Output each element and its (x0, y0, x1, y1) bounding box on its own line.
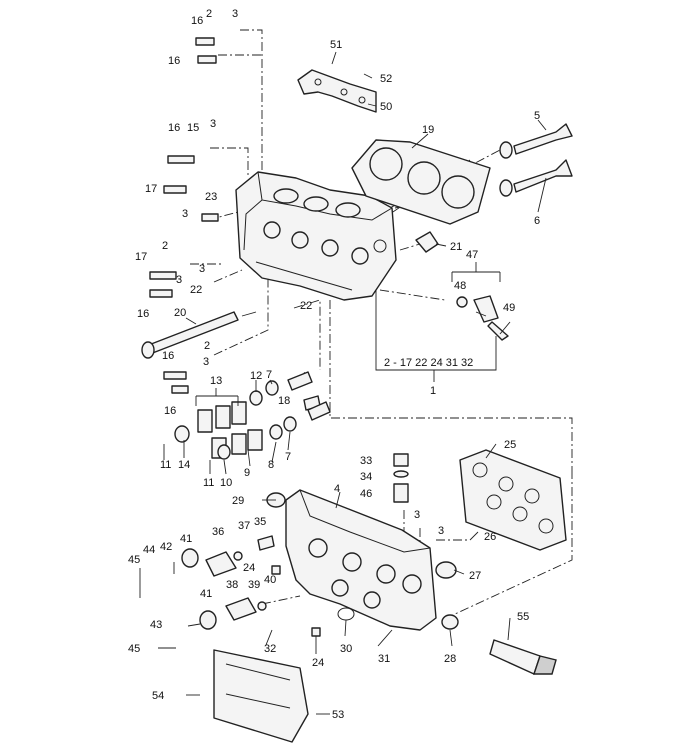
callout-11: 11 (160, 459, 171, 471)
callout-24: 24 (312, 657, 324, 669)
callout-23: 23 (205, 191, 217, 203)
leader-lines (139, 51, 547, 715)
callout-16: 16 (164, 405, 176, 417)
callout-10: 10 (220, 477, 232, 489)
callout-3: 3 (199, 263, 205, 275)
callout-3: 3 (232, 8, 238, 20)
callout-3: 3 (414, 509, 420, 521)
callout-26: 26 (484, 531, 496, 543)
callout-16: 16 (168, 55, 180, 67)
callout-7: 7 (266, 369, 272, 381)
callout-3: 3 (176, 274, 182, 286)
callout-18: 18 (278, 395, 290, 407)
callout-33: 33 (360, 455, 372, 467)
callout-41: 41 (200, 588, 212, 600)
callout-42: 42 (160, 541, 172, 553)
callout-numbers: 16 2 3 16 51 52 50 5 19 6 16 15 3 17 23 … (128, 8, 540, 721)
callout-6: 6 (534, 215, 540, 227)
callout-39: 39 (248, 579, 260, 591)
callout-40: 40 (264, 574, 276, 586)
group-bracket-47 (451, 262, 501, 282)
callout-22: 22 (190, 284, 202, 296)
actuators (181, 535, 275, 630)
callout-54: 54 (152, 690, 164, 702)
callout-45: 45 (128, 643, 140, 655)
callout-7: 7 (285, 451, 291, 463)
callout-52: 52 (380, 73, 392, 85)
callout-49: 49 (503, 302, 515, 314)
bolts-left (149, 37, 219, 394)
callout-47: 47 (466, 249, 478, 261)
callout-11: 11 (203, 477, 214, 489)
callout-21: 21 (450, 241, 462, 253)
group-label: 2 - 17 22 24 31 32 (384, 357, 473, 369)
valves (499, 123, 573, 197)
callout-29: 29 (232, 495, 244, 507)
callout-53: 53 (332, 709, 344, 721)
callout-16: 16 (191, 15, 203, 27)
callout-3: 3 (203, 356, 209, 368)
callout-46: 46 (360, 488, 372, 500)
callout-38: 38 (226, 579, 238, 591)
valve-train-parts (174, 371, 331, 460)
callout-19: 19 (422, 124, 434, 136)
callout-55: 55 (517, 611, 529, 623)
sealant-tube (489, 639, 557, 675)
cover-plate (213, 649, 309, 743)
callout-43: 43 (150, 619, 162, 631)
callout-27: 27 (469, 570, 481, 582)
callout-25: 25 (504, 439, 516, 451)
camshaft-housing (285, 489, 437, 631)
callout-34: 34 (360, 471, 372, 483)
head-gasket (351, 139, 491, 225)
callout-17: 17 (145, 183, 157, 195)
cylinder-head (235, 171, 397, 301)
callout-1: 1 (430, 385, 436, 397)
callout-3: 3 (438, 525, 444, 537)
callout-24: 24 (243, 562, 255, 574)
callout-32: 32 (264, 643, 276, 655)
callout-2: 2 (206, 8, 212, 20)
callout-51: 51 (330, 39, 342, 51)
callout-2: 2 (162, 240, 168, 252)
callout-3: 3 (210, 118, 216, 130)
callout-4: 4 (334, 483, 340, 495)
callout-16: 16 (168, 122, 180, 134)
callout-20: 20 (174, 307, 186, 319)
callout-8: 8 (268, 459, 274, 471)
callout-14: 14 (178, 459, 190, 471)
callout-15: 15 (187, 122, 199, 134)
camshaft (141, 311, 239, 359)
group-bracket-13 (195, 388, 239, 406)
callout-36: 36 (212, 526, 224, 538)
callout-31: 31 (378, 653, 390, 665)
callout-9: 9 (244, 467, 250, 479)
callout-44: 44 (143, 544, 155, 556)
callout-5: 5 (534, 110, 540, 122)
callout-16: 16 (137, 308, 149, 320)
callout-35: 35 (254, 516, 266, 528)
callout-28: 28 (444, 653, 456, 665)
callout-17: 17 (135, 251, 147, 263)
callout-22: 22 (300, 300, 312, 312)
bracket (297, 69, 377, 113)
callout-45: 45 (128, 554, 140, 566)
group-bracket-1 (375, 290, 497, 382)
rocker-assembly (459, 449, 567, 551)
callout-3: 3 (182, 208, 188, 220)
callout-16: 16 (162, 350, 174, 362)
callout-50: 50 (380, 101, 392, 113)
callout-2: 2 (204, 340, 210, 352)
callout-37: 37 (238, 520, 250, 532)
callout-12: 12 (250, 370, 262, 382)
callout-48: 48 (454, 280, 466, 292)
pressure-switch (393, 453, 409, 503)
callout-30: 30 (340, 643, 352, 655)
callout-13: 13 (210, 375, 222, 387)
callout-41: 41 (180, 533, 192, 545)
